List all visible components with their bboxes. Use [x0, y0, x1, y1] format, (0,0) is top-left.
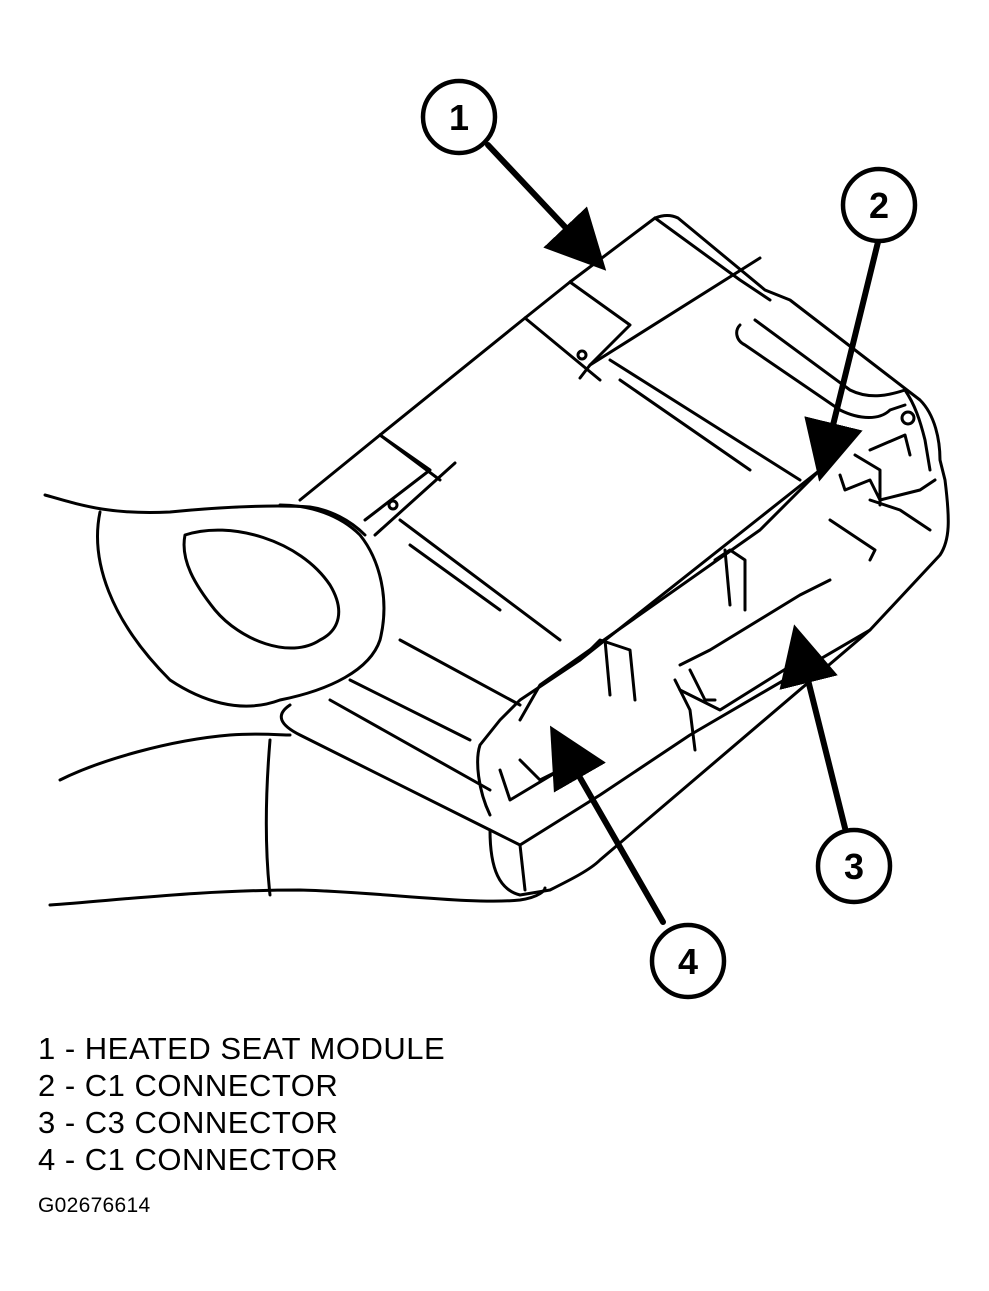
callout-3-leader — [779, 624, 848, 831]
module-illustration: 1 2 3 4 — [43, 78, 950, 1000]
callout-4: 4 — [649, 922, 727, 1000]
legend-item-2: 2 - C1 CONNECTOR — [38, 1068, 339, 1103]
callout-2-number: 2 — [869, 185, 889, 226]
callout-2-leader — [804, 239, 881, 482]
callout-1-number: 1 — [449, 97, 469, 138]
figure-id: G02676614 — [38, 1194, 151, 1217]
callout-4-number: 4 — [678, 941, 698, 982]
legend: 1 - HEATED SEAT MODULE 2 - C1 CONNECTOR … — [38, 1030, 445, 1178]
callout-1: 1 — [420, 78, 498, 156]
callout-4-leader — [550, 725, 666, 925]
callout-1-leader — [485, 142, 607, 271]
legend-item-1: 1 - HEATED SEAT MODULE — [38, 1031, 446, 1066]
legend-item-3: 3 - C3 CONNECTOR — [38, 1105, 339, 1140]
callout-3: 3 — [815, 827, 893, 905]
heated-seat-module-drawing — [279, 213, 950, 897]
hand-drawing — [43, 493, 547, 907]
legend-item-4: 4 - C1 CONNECTOR — [38, 1142, 339, 1177]
callout-3-number: 3 — [844, 846, 864, 887]
callout-2: 2 — [840, 166, 918, 244]
